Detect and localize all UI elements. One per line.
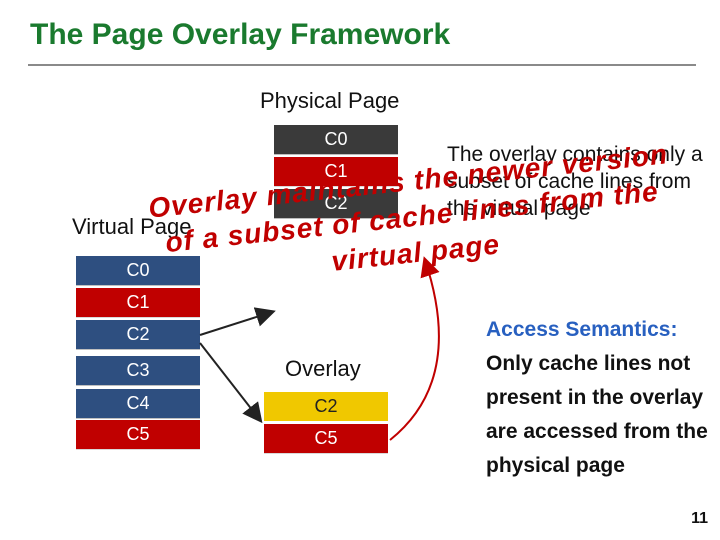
virtual-cell-c4: C4 xyxy=(76,389,200,419)
virtual-cell-c2: C2 xyxy=(76,320,200,350)
access-semantics: Access Semantics: Only cache lines not p… xyxy=(486,313,716,483)
slide-title: The Page Overlay Framework xyxy=(30,18,451,51)
overlay-to-physical-arrow xyxy=(389,256,440,441)
overlay-description: The overlay contains only a subset of ca… xyxy=(447,143,703,220)
virtual-cell-c3: C3 xyxy=(76,356,200,386)
access-semantics-text: Only cache lines not present in the over… xyxy=(486,352,708,477)
virtual-cell-c5: C5 xyxy=(76,420,200,450)
physical-cell-c0: C0 xyxy=(274,125,398,155)
physical-page-label: Physical Page xyxy=(260,88,400,113)
virtual-page-label: Virtual Page xyxy=(72,214,192,239)
physical-cell-c1: C1 xyxy=(274,157,398,187)
title-divider xyxy=(28,64,696,66)
virtual-to-physical-arrow xyxy=(199,307,276,336)
physical-cell-c2: C2 xyxy=(274,189,398,219)
virtual-cell-c1: C1 xyxy=(76,288,200,318)
overlay-cell-c5: C5 xyxy=(264,424,388,454)
overlay-cell-c2: C2 xyxy=(264,392,388,422)
overlay-label: Overlay xyxy=(285,356,361,381)
access-semantics-heading: Access Semantics: xyxy=(486,318,678,341)
virtual-cell-c0: C0 xyxy=(76,256,200,286)
page-number: 11 xyxy=(691,510,708,527)
virtual-to-overlay-arrow xyxy=(199,342,263,424)
